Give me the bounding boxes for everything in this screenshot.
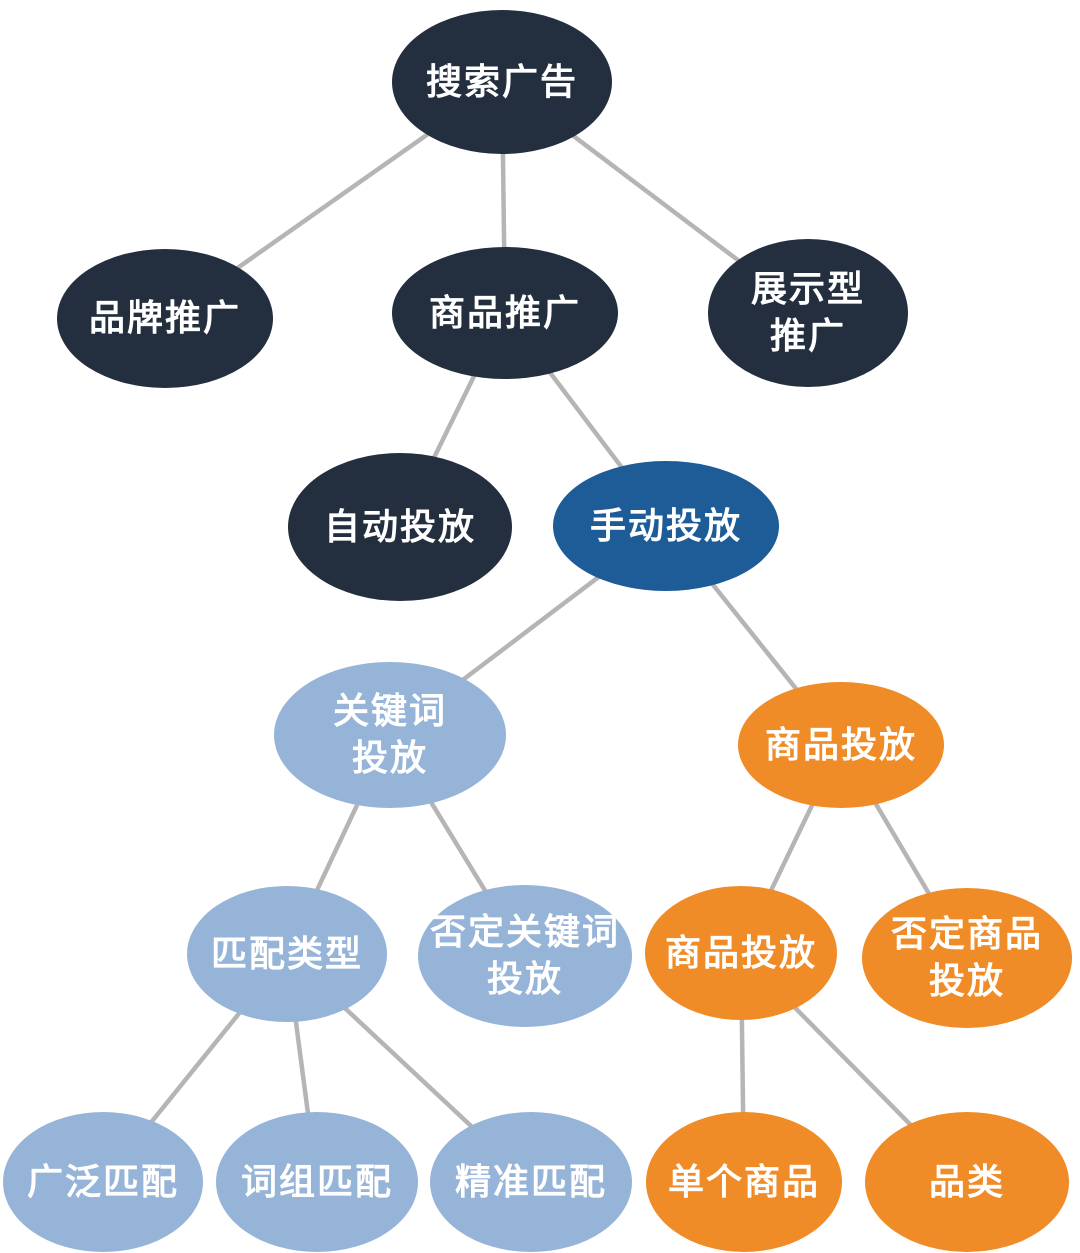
- node-product-targeting-sub-label: 商品投放: [664, 931, 817, 973]
- node-keyword-targeting: 关键词 投放: [274, 662, 506, 808]
- node-brand-promotion-label: 品牌推广: [88, 297, 241, 339]
- node-product-targeting: 商品投放: [738, 682, 944, 808]
- node-broad-match: 广泛匹配: [3, 1112, 203, 1252]
- node-auto-targeting: 自动投放: [288, 453, 512, 601]
- node-product-targeting-label: 商品投放: [764, 723, 917, 765]
- node-search-ads: 搜索广告: [392, 10, 612, 154]
- node-display-promotion: 展示型 推广: [708, 239, 908, 387]
- node-broad-match-label: 广泛匹配: [26, 1160, 179, 1202]
- node-keyword-targeting-label: 关键词 投放: [332, 690, 447, 778]
- node-phrase-match: 词组匹配: [216, 1112, 418, 1252]
- node-product-promotion-label: 商品推广: [428, 291, 581, 333]
- node-exact-match: 精准匹配: [430, 1112, 632, 1252]
- node-negative-product-targeting: 否定商品 投放: [862, 888, 1072, 1028]
- node-category-label: 品类: [928, 1160, 1005, 1202]
- node-match-types: 匹配类型: [187, 886, 387, 1022]
- node-individual-products-label: 单个商品: [667, 1160, 820, 1202]
- node-manual-targeting-label: 手动投放: [589, 504, 742, 546]
- node-individual-products: 单个商品: [646, 1112, 842, 1252]
- node-match-types-label: 匹配类型: [210, 932, 363, 974]
- node-auto-targeting-label: 自动投放: [323, 505, 476, 547]
- node-product-promotion: 商品推广: [392, 247, 618, 379]
- node-search-ads-label: 搜索广告: [425, 60, 578, 102]
- node-negative-product-targeting-label: 否定商品 投放: [890, 913, 1043, 1001]
- node-exact-match-label: 精准匹配: [454, 1160, 607, 1202]
- node-display-promotion-label: 展示型 推广: [750, 268, 865, 356]
- node-category: 品类: [865, 1112, 1069, 1252]
- node-brand-promotion: 品牌推广: [57, 249, 273, 388]
- node-negative-keyword-targeting: 否定关键词 投放: [418, 885, 632, 1027]
- node-phrase-match-label: 词组匹配: [240, 1160, 393, 1202]
- node-negative-keyword-targeting-label: 否定关键词 投放: [429, 911, 620, 999]
- node-product-targeting-sub: 商品投放: [645, 886, 837, 1020]
- node-manual-targeting: 手动投放: [553, 461, 779, 591]
